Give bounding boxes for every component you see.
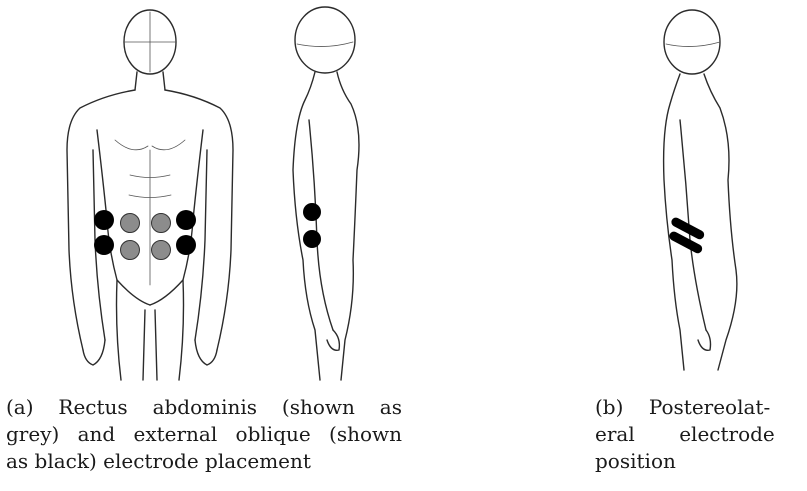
rectus-abdominis-electrode: [152, 214, 171, 233]
caption-a: (a) Rectus abdominis (shown as grey) and…: [6, 394, 402, 475]
rectus-abdominis-electrode: [152, 241, 171, 260]
external-oblique-electrode: [176, 235, 196, 255]
caption-a-line: (a) Rectus abdominis (shown as: [6, 394, 402, 421]
posterolateral-view-figure: [640, 0, 750, 380]
side-electrode: [303, 230, 321, 248]
rectus-abdominis-electrode: [121, 214, 140, 233]
rectus-abdominis-electrode: [121, 241, 140, 260]
external-oblique-electrode: [94, 210, 114, 230]
caption-a-line: grey) and external oblique (shown: [6, 421, 402, 448]
external-oblique-electrode: [94, 235, 114, 255]
side-electrode: [303, 203, 321, 221]
side-body-drawing: [275, 0, 385, 380]
caption-b-line: (b) Postereolat-: [595, 394, 797, 421]
caption-b-line: eral electrode: [595, 421, 797, 448]
side-view-figure: [275, 0, 385, 380]
caption-a-line: as black) electrode placement: [6, 448, 402, 475]
caption-b: (b) Postereolat- eral electrode position: [595, 394, 797, 475]
external-oblique-electrode: [176, 210, 196, 230]
front-body-drawing: [55, 0, 245, 380]
caption-b-line: position: [595, 448, 797, 475]
front-view-figure: [55, 0, 245, 380]
posterolateral-body-drawing: [640, 0, 750, 380]
